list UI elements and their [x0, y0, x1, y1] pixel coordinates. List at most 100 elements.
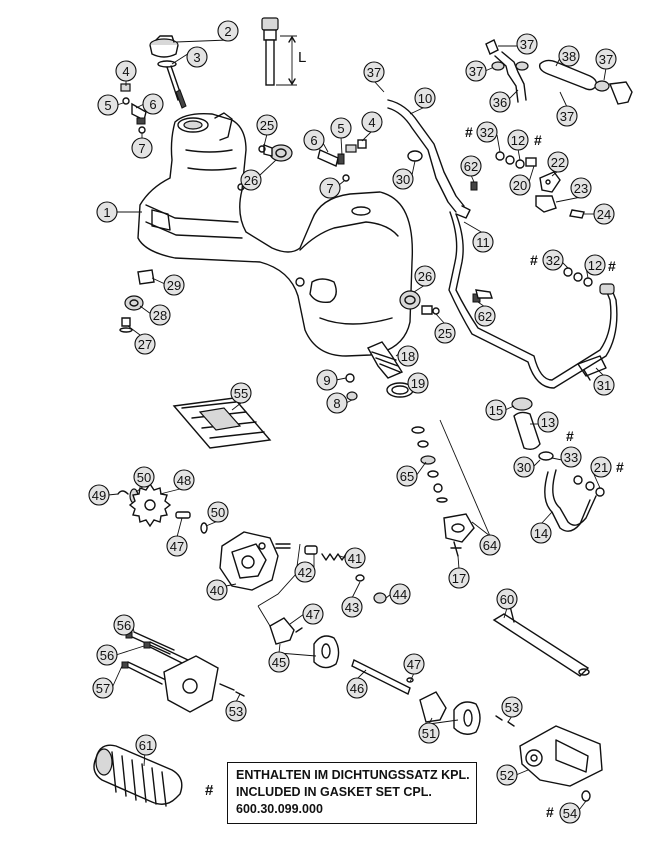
callout-circle [341, 596, 363, 618]
hash-mark-h12a: # [534, 132, 542, 148]
callout-c26a: 26 [240, 169, 262, 191]
callout-circle [96, 201, 118, 223]
callout-c41: 41 [344, 547, 366, 569]
callout-number: 29 [167, 278, 181, 293]
rotor-set-51 [419, 691, 481, 735]
callout-c15: 15 [485, 399, 507, 421]
callout-number: 20 [513, 178, 527, 193]
callout-c43: 43 [341, 596, 363, 618]
callout-c5a: 5 [97, 94, 119, 116]
callout-number: 56 [117, 618, 131, 633]
hash-mark-h21: # [616, 459, 624, 475]
callout-number: 37 [520, 37, 534, 52]
callout-c22: 22 [547, 151, 569, 173]
callout-number: 7 [326, 181, 333, 196]
callout-circle [115, 60, 137, 82]
callout-circle [88, 484, 110, 506]
callout-circle [163, 274, 185, 296]
callout-c12a: 12 [507, 129, 529, 151]
callout-c25a: 25 [256, 114, 278, 136]
callout-c6a: 6 [142, 93, 164, 115]
callout-circle [537, 411, 559, 433]
callout-c40: 40 [206, 579, 228, 601]
callout-c19: 19 [407, 372, 429, 394]
callout-number: 6 [310, 133, 317, 148]
callout-number: 21 [594, 460, 608, 475]
callout-number: 62 [478, 309, 492, 324]
callout-circle [113, 614, 135, 636]
callout-circle [556, 105, 578, 127]
callout-c33: 33 [560, 446, 582, 468]
callout-number: 12 [588, 258, 602, 273]
callout-c10: 10 [414, 87, 436, 109]
callout-c50a: 50 [133, 466, 155, 488]
callout-number: 50 [211, 505, 225, 520]
callout-circle [516, 33, 538, 55]
callout-number: 33 [564, 450, 578, 465]
callout-c36: 36 [489, 91, 511, 113]
callout-number: 41 [348, 551, 362, 566]
dipstick-plug [261, 17, 297, 86]
callout-number: 25 [260, 118, 274, 133]
callout-c47a: 47 [166, 535, 188, 557]
callout-circle [397, 345, 419, 367]
callout-circle [92, 677, 114, 699]
callout-number: 57 [96, 681, 110, 696]
callout-number: 28 [153, 308, 167, 323]
callout-circle [476, 121, 498, 143]
callout-c44: 44 [389, 583, 411, 605]
callout-circle [593, 374, 615, 396]
note-line-english: INCLUDED IN GASKET SET CPL. [236, 785, 432, 799]
callout-number: 49 [92, 488, 106, 503]
callout-number: 42 [298, 565, 312, 580]
callout-circle [530, 522, 552, 544]
callout-circle [225, 700, 247, 722]
callout-c45: 45 [268, 651, 290, 673]
callout-c60: 60 [496, 588, 518, 610]
rubber-pad-55 [172, 397, 272, 449]
callout-number: 55 [234, 386, 248, 401]
callout-circle [166, 535, 188, 557]
oil-line-10-11 [387, 99, 618, 389]
callout-c3: 3 [186, 46, 208, 68]
callout-circle [186, 46, 208, 68]
callout-c27: 27 [134, 333, 156, 355]
pump-cover-52 [495, 715, 603, 802]
callout-number: 46 [350, 681, 364, 696]
callout-c61: 61 [135, 734, 157, 756]
callout-circle [303, 129, 325, 151]
cover-53 [121, 631, 245, 713]
callout-circle [344, 547, 366, 569]
callout-circle [240, 169, 262, 191]
callout-number: 37 [560, 109, 574, 124]
callout-number: 23 [574, 181, 588, 196]
callout-number: 26 [244, 173, 258, 188]
callout-number: 37 [599, 52, 613, 67]
callout-number: 31 [597, 378, 611, 393]
callout-number: 52 [500, 768, 514, 783]
callout-number: 15 [489, 403, 503, 418]
hash-mark-h54: # [546, 804, 554, 820]
callout-circle [496, 588, 518, 610]
callout-circle [134, 333, 156, 355]
callout-circle [560, 446, 582, 468]
callout-c6b: 6 [303, 129, 325, 151]
callout-number: 36 [493, 95, 507, 110]
leader-lines [107, 39, 607, 811]
filler-cap [149, 35, 187, 109]
callout-circle [346, 677, 368, 699]
callout-c2: 2 [217, 20, 239, 42]
callout-c37e: 37 [556, 105, 578, 127]
callout-circle [474, 305, 496, 327]
callout-c37d: 37 [465, 60, 487, 82]
callout-c54: 54 [559, 802, 581, 824]
callout-c7b: 7 [319, 177, 341, 199]
callout-c4b: 4 [361, 111, 383, 133]
callout-circle [403, 653, 425, 675]
callout-number: 47 [170, 539, 184, 554]
callout-number: 32 [546, 253, 560, 268]
callout-c21: 21 [590, 456, 612, 478]
tube-60 [492, 605, 590, 677]
callout-number: 50 [137, 470, 151, 485]
callout-number: 48 [177, 473, 191, 488]
